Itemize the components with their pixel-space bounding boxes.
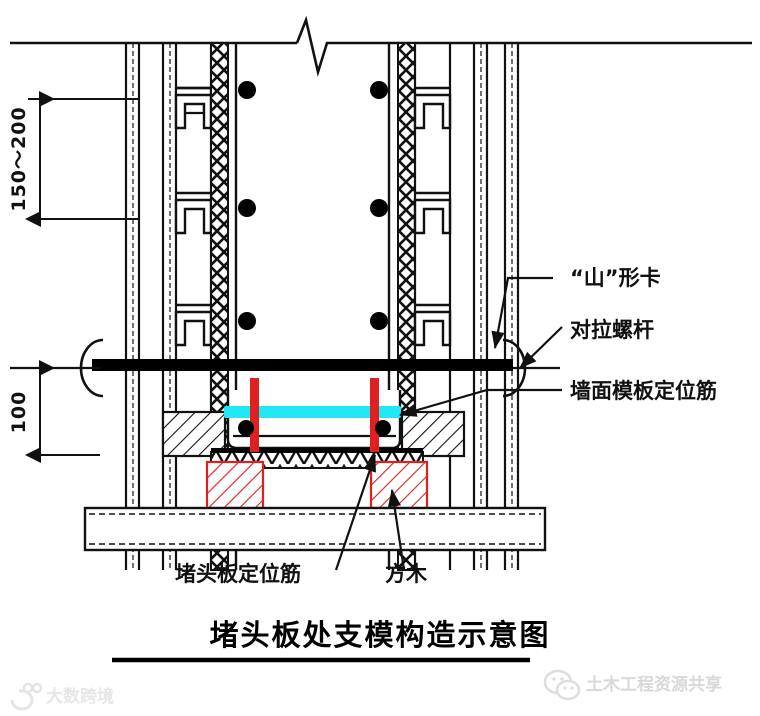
callout-square-timber: 方木 — [385, 562, 428, 586]
watermark-left: 大数跨境 — [10, 682, 114, 711]
tie-rod-assembly — [10, 338, 560, 398]
top-slab-line — [10, 15, 752, 77]
leader-shan-clip — [491, 276, 553, 350]
leader-wall-locator — [398, 388, 562, 417]
bottom-support-beam — [83, 506, 547, 552]
leader-endplate-locator — [334, 453, 377, 571]
diagram-title: 堵头板处支模构造示意图 — [209, 618, 550, 652]
wall-form-locator-bar — [224, 406, 401, 418]
tie-rod-bar — [92, 359, 513, 371]
callout-leaders-right — [398, 276, 563, 417]
endplate-locator-right — [370, 378, 379, 452]
callout-wall-form-locator: 墙面模板定位筋 — [570, 379, 717, 403]
dimension-spacing-text: 150～200 — [8, 106, 30, 211]
wechat-icon — [543, 669, 581, 701]
callout-tie-rod: 对拉螺杆 — [570, 318, 654, 342]
left-rib-profiles — [174, 43, 213, 570]
callout-leaders-bottom — [334, 453, 406, 571]
leader-square-timber — [387, 488, 406, 571]
timber-blocks — [205, 460, 429, 510]
callout-shan-clip: “山”形卡 — [570, 266, 661, 290]
rebar-dots — [238, 81, 388, 330]
callout-endplate-locator: 堵头板定位筋 — [175, 562, 301, 586]
leader-tie-rod — [519, 326, 563, 369]
watermark-left-text: 大数跨境 — [46, 686, 114, 707]
dimension-bottom: 100 — [8, 360, 100, 463]
dimension-spacing: 150～200 — [8, 91, 140, 227]
right-rib-profiles — [413, 43, 452, 570]
watermark-right-text: 土木工程资源共享 — [586, 674, 722, 695]
brand-logo-icon — [10, 682, 43, 711]
watermark-right: 土木工程资源共享 — [543, 669, 722, 701]
timber-block-left — [205, 460, 265, 510]
dimension-bottom-text: 100 — [8, 391, 30, 434]
endplate-detail — [161, 378, 466, 469]
timber-block-right — [369, 460, 429, 510]
endplate-locator-left — [250, 378, 259, 452]
